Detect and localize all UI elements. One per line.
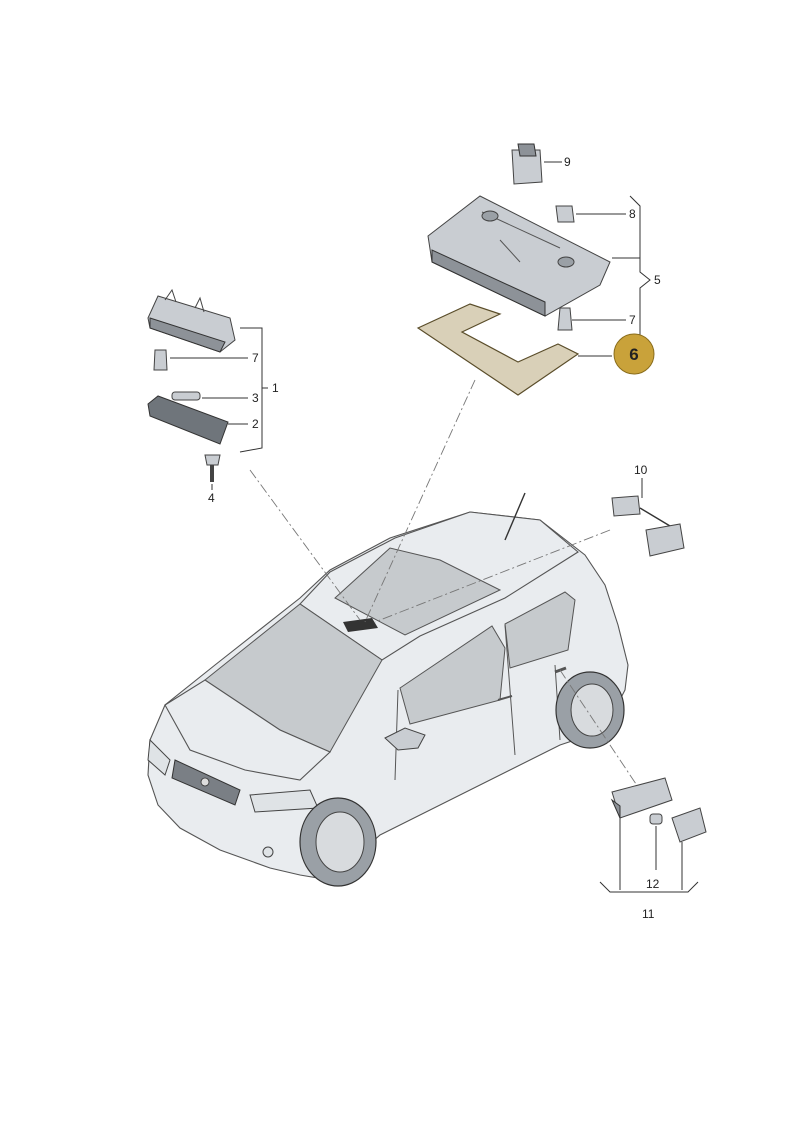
car-roof-light-marker — [343, 618, 378, 632]
car-headlight-left — [147, 738, 171, 776]
car-sunroof — [334, 547, 502, 636]
car-rear-window — [504, 591, 576, 669]
boot-light-assembly — [599, 777, 707, 893]
car-antenna — [504, 492, 526, 541]
part-festoon-bulb — [171, 391, 201, 401]
label-10: 10 — [634, 463, 648, 477]
label-8: 8 — [629, 207, 636, 221]
part-lens-cover — [147, 395, 229, 445]
highlight-badge-6[interactable] — [613, 333, 655, 375]
label-9: 9 — [564, 155, 571, 169]
car-front-window — [399, 625, 506, 725]
part-bulb-7-right — [557, 307, 573, 331]
label-7-right: 7 — [629, 313, 636, 327]
car-rear-wheel — [555, 671, 625, 749]
part-screw — [204, 454, 221, 482]
label-5: 5 — [654, 273, 661, 287]
label-1: 1 — [272, 381, 279, 395]
car-front-wheel — [299, 797, 377, 887]
label-11: 11 — [642, 907, 655, 921]
part-wiring-connector — [611, 478, 685, 557]
roof-console-assembly — [416, 143, 651, 396]
label-4: 4 — [208, 491, 215, 505]
part-boot-light-housing — [610, 777, 673, 819]
locator-lines — [249, 379, 641, 791]
part-gasket-highlighted — [416, 303, 580, 396]
car-hood — [164, 679, 331, 781]
callout-labels: 9 8 5 7 7 1 3 2 4 10 12 11 6 — [208, 155, 661, 921]
part-boot-light-lens — [671, 807, 707, 843]
label-7-left: 7 — [252, 351, 259, 365]
car-fog-lamp — [262, 846, 274, 858]
label-2: 2 — [252, 417, 259, 431]
part-clip — [555, 205, 575, 223]
part-bulb-12 — [649, 813, 663, 825]
car-logo — [200, 777, 210, 787]
label-12: 12 — [646, 877, 660, 891]
part-roof-console — [427, 195, 611, 317]
part-reading-light-housing — [147, 288, 236, 353]
car-side-mirror — [384, 727, 426, 751]
label-6[interactable]: 6 — [629, 345, 638, 364]
car-illustration — [147, 492, 629, 887]
part-bulb-7-left — [153, 349, 168, 371]
car-door-handle-front — [497, 695, 513, 701]
left-assembly — [147, 288, 268, 490]
part-switch-knob — [511, 143, 543, 185]
label-3: 3 — [252, 391, 259, 405]
